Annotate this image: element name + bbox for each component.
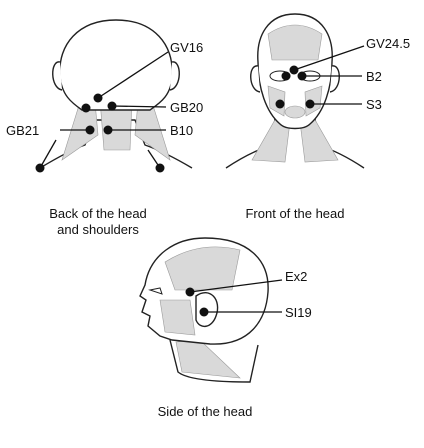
point-ex2 — [185, 287, 195, 297]
point-b10-left — [85, 125, 95, 135]
point-s3-right — [305, 99, 315, 109]
leader-lines — [39, 45, 365, 313]
caption-back-line2: and shoulders — [57, 222, 139, 237]
label-gv16: GV16 — [170, 40, 203, 55]
point-gb21-left — [35, 163, 45, 173]
label-gv24-5: GV24.5 — [366, 36, 410, 51]
point-b2-right — [297, 71, 307, 81]
front-head-figure — [225, 13, 365, 169]
point-gv16 — [93, 93, 103, 103]
point-si19 — [199, 307, 209, 317]
point-b10-right — [103, 125, 113, 135]
label-ex2: Ex2 — [285, 269, 307, 284]
point-gv24-5 — [289, 65, 299, 75]
point-s3-left — [275, 99, 285, 109]
point-gb20-left — [81, 103, 91, 113]
caption-side: Side of the head — [158, 404, 253, 419]
point-gb21-right — [155, 163, 165, 173]
point-labels: GV16 GB20 GB21 B10 GV24.5 B2 S3 Ex2 SI19 — [6, 36, 410, 320]
label-b2: B2 — [366, 69, 382, 84]
back-head-figure — [39, 19, 193, 169]
label-gb20: GB20 — [170, 100, 203, 115]
point-b2-left — [281, 71, 291, 81]
label-s3: S3 — [366, 97, 382, 112]
label-gb21: GB21 — [6, 123, 39, 138]
caption-front: Front of the head — [245, 206, 344, 221]
acupressure-points — [35, 65, 315, 317]
caption-back-line1: Back of the head — [49, 206, 147, 221]
label-b10: B10 — [170, 123, 193, 138]
side-head-figure — [139, 237, 269, 383]
point-gb20-right — [107, 101, 117, 111]
label-si19: SI19 — [285, 305, 312, 320]
captions: Back of the head and shoulders Front of … — [49, 206, 344, 419]
